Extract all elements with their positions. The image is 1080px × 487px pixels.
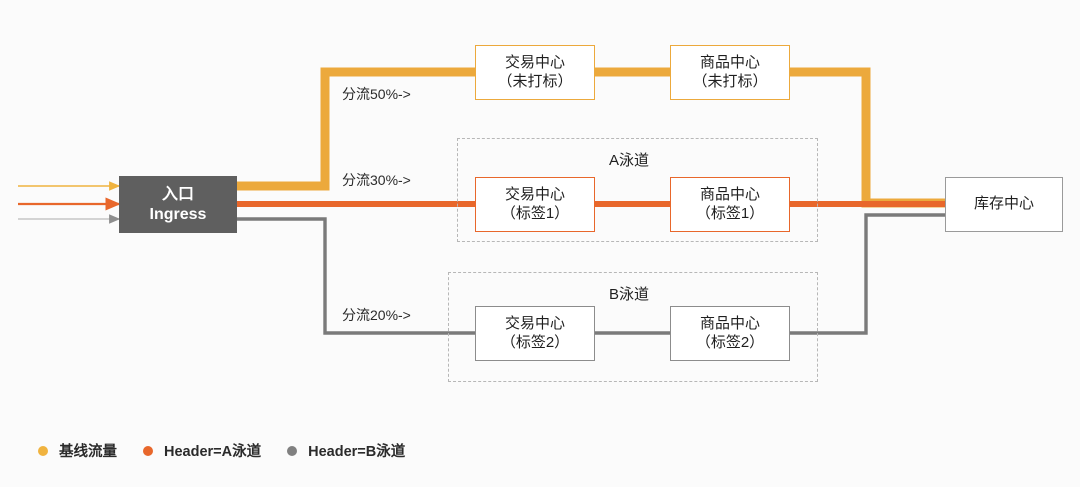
node-product-center-tag2[interactable]: 商品中心 （标签2） — [670, 306, 790, 361]
node-product-center-untagged[interactable]: 商品中心 （未打标） — [670, 45, 790, 100]
edge-label-split-20: 分流20%-> — [342, 307, 411, 323]
edge-lane-b-product-to-inventory — [789, 213, 946, 335]
legend-label-baseline: 基线流量 — [59, 444, 117, 460]
legend: 基线流量 Header=A泳道 Header=B泳道 — [38, 440, 431, 461]
edge-baseline-ingress-to-trade — [236, 67, 476, 191]
node-trade-center-untagged-line2: （未打标） — [497, 72, 573, 90]
node-trade-center-untagged[interactable]: 交易中心 （未打标） — [475, 45, 595, 100]
legend-item-lane-a: Header=A泳道 — [143, 440, 287, 461]
legend-label-lane-a: Header=A泳道 — [164, 444, 262, 460]
node-product-center-tag1[interactable]: 商品中心 （标签1） — [670, 177, 790, 232]
legend-item-baseline: 基线流量 — [38, 440, 143, 461]
node-inventory-center-line1: 库存中心 — [973, 195, 1034, 213]
node-product-center-untagged-line2: （未打标） — [692, 72, 768, 90]
legend-label-lane-b: Header=B泳道 — [308, 444, 406, 460]
legend-item-lane-b: Header=B泳道 — [287, 440, 431, 461]
node-product-center-tag1-line1: 商品中心 — [699, 185, 760, 203]
node-trade-center-tag1-line1: 交易中心 — [504, 185, 565, 203]
node-trade-center-tag2-line2: （标签2） — [500, 333, 570, 351]
node-trade-center-tag2[interactable]: 交易中心 （标签2） — [475, 306, 595, 361]
swimlane-b — [448, 272, 818, 382]
node-trade-center-untagged-line1: 交易中心 — [504, 53, 565, 71]
legend-dot-lane-b-icon — [287, 445, 298, 456]
node-trade-center-tag2-line1: 交易中心 — [504, 314, 565, 332]
edge-label-split-30: 分流30%-> — [342, 172, 411, 188]
node-trade-center-tag1-line2: （标签1） — [500, 204, 570, 222]
node-ingress-line2: Ingress — [149, 205, 207, 223]
node-product-center-untagged-line1: 商品中心 — [699, 53, 760, 71]
swimlane-a — [457, 138, 818, 242]
node-product-center-tag2-line1: 商品中心 — [699, 314, 760, 332]
legend-dot-lane-a-icon — [143, 445, 153, 456]
node-inventory-center[interactable]: 库存中心 — [945, 177, 1063, 232]
node-product-center-tag2-line2: （标签2） — [695, 333, 765, 351]
node-ingress[interactable]: 入口 Ingress — [119, 176, 237, 233]
node-product-center-tag1-line2: （标签1） — [695, 204, 765, 222]
swimlane-b-title: B泳道 — [609, 286, 650, 303]
legend-dot-baseline-icon — [38, 445, 48, 456]
node-trade-center-tag1[interactable]: 交易中心 （标签1） — [475, 177, 595, 232]
node-ingress-line1: 入口 — [161, 185, 194, 203]
edge-lane-b-ingress-to-trade — [236, 217, 476, 335]
edge-label-split-50: 分流50%-> — [342, 86, 411, 102]
swimlane-a-title: A泳道 — [609, 152, 650, 169]
